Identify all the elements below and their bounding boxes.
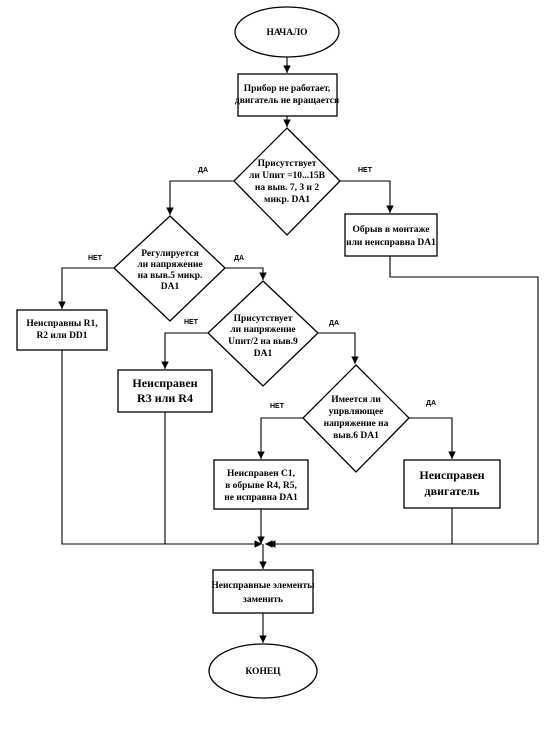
label-q-control-no: НЕТ xyxy=(270,403,285,410)
q-half-line2: ли напряжение xyxy=(230,325,295,335)
step-not-working-line1: Прибор не работает, xyxy=(244,83,331,94)
start-node: НАЧАЛО xyxy=(234,6,340,58)
connector-q-supply-yes xyxy=(166,180,234,215)
q-control-line4: выв.6 DA1 xyxy=(333,431,379,441)
q-control-line3: напряжение на xyxy=(324,419,389,429)
q-regulated-line1: Регулируется xyxy=(141,249,199,259)
label-q-half-no: НЕТ xyxy=(184,319,199,326)
q-supply-line4: микр. DA1 xyxy=(264,195,310,205)
result-r1-r2-dd1: Неисправны R1, R2 или DD1 xyxy=(16,309,108,351)
connector-motor-to-collector xyxy=(268,508,453,548)
label-q-control-yes: ДА xyxy=(426,400,436,407)
label-q-supply-no: НЕТ xyxy=(358,167,373,174)
q-control-line1: Имеется ли xyxy=(331,395,381,405)
label-q-half-yes: ДА xyxy=(329,320,339,327)
decision-control-voltage: Имеется ли упрвляющее напряжение на выв.… xyxy=(302,364,410,473)
break-da1-line1: Обрыв в монтаже xyxy=(353,224,430,235)
connector-q-half-no xyxy=(161,332,208,369)
motor-line1: Неисправен xyxy=(419,468,484,482)
decision-half-supply: Присутствует ли напряжение Uпит/2 на выв… xyxy=(207,280,319,387)
label-q-regulated-yes: ДА xyxy=(234,255,244,262)
q-regulated-line2: ли напряжение xyxy=(137,260,202,270)
label-q-supply-yes: ДА xyxy=(198,167,208,174)
motor-line2: двигатель xyxy=(425,484,481,498)
replace-line1: Неисправные элементы xyxy=(211,581,315,591)
label-q-regulated-no: НЕТ xyxy=(88,255,103,262)
q-half-line4: DA1 xyxy=(254,349,273,359)
connector-q-regulated-yes xyxy=(225,267,267,280)
result-motor: Неисправен двигатель xyxy=(403,459,501,509)
r1-r2-dd1-line1: Неисправны R1, xyxy=(26,319,98,329)
result-c1: Неисправен С1, в обрыве R4, R5, не испра… xyxy=(213,459,309,510)
c1-line1: Неисправен С1, xyxy=(227,469,296,479)
connector-q-half-yes xyxy=(318,332,359,364)
connector-q-regulated-no xyxy=(58,267,114,309)
connector-q-control-yes xyxy=(409,417,456,459)
break-da1-line2: или неисправна DA1 xyxy=(346,238,436,248)
decision-regulated: Регулируется ли напряжение на выв.5 микр… xyxy=(113,215,226,322)
step-replace: Неисправные элементы заменить xyxy=(211,569,315,614)
result-r3-r4: Неисправен R3 или R4 xyxy=(117,369,213,413)
q-supply-line2: ли Uпит =10...15В xyxy=(249,171,326,181)
q-supply-line1: Присутствует xyxy=(258,159,317,169)
q-half-line1: Присутствует xyxy=(234,314,293,324)
c1-line3: не исправна DA1 xyxy=(224,493,298,503)
result-break-da1: Обрыв в монтаже или неисправна DA1 xyxy=(344,213,438,257)
r3-r4-line1: Неисправен xyxy=(132,376,197,390)
step-not-working: Прибор не работает, двигатель не вращает… xyxy=(235,73,339,117)
q-regulated-line3: на выв.5 микр. xyxy=(138,271,203,281)
end-label: КОНЕЦ xyxy=(245,667,281,677)
end-node: КОНЕЦ xyxy=(208,643,318,699)
start-label: НАЧАЛО xyxy=(266,28,307,38)
q-control-line2: упрвляющее xyxy=(329,407,384,417)
connector-r1-to-collector xyxy=(61,350,262,548)
replace-line2: заменить xyxy=(243,595,283,605)
decision-supply: Присутствует ли Uпит =10...15В на выв. 7… xyxy=(233,127,341,236)
q-half-line3: Uпит/2 на выв.9 xyxy=(228,337,298,347)
c1-line2: в обрыве R4, R5, xyxy=(225,480,297,491)
step-not-working-line2: двигатель не вращается xyxy=(235,96,339,106)
q-regulated-line4: DA1 xyxy=(161,282,180,292)
connector-q-control-no xyxy=(257,417,303,459)
r3-r4-line2: R3 или R4 xyxy=(137,391,193,405)
q-supply-line3: на выв. 7, 3 и 2 xyxy=(255,183,320,193)
connector-q-supply-no xyxy=(340,180,394,213)
connectors xyxy=(58,57,539,643)
r1-r2-dd1-line2: R2 или DD1 xyxy=(36,331,87,341)
